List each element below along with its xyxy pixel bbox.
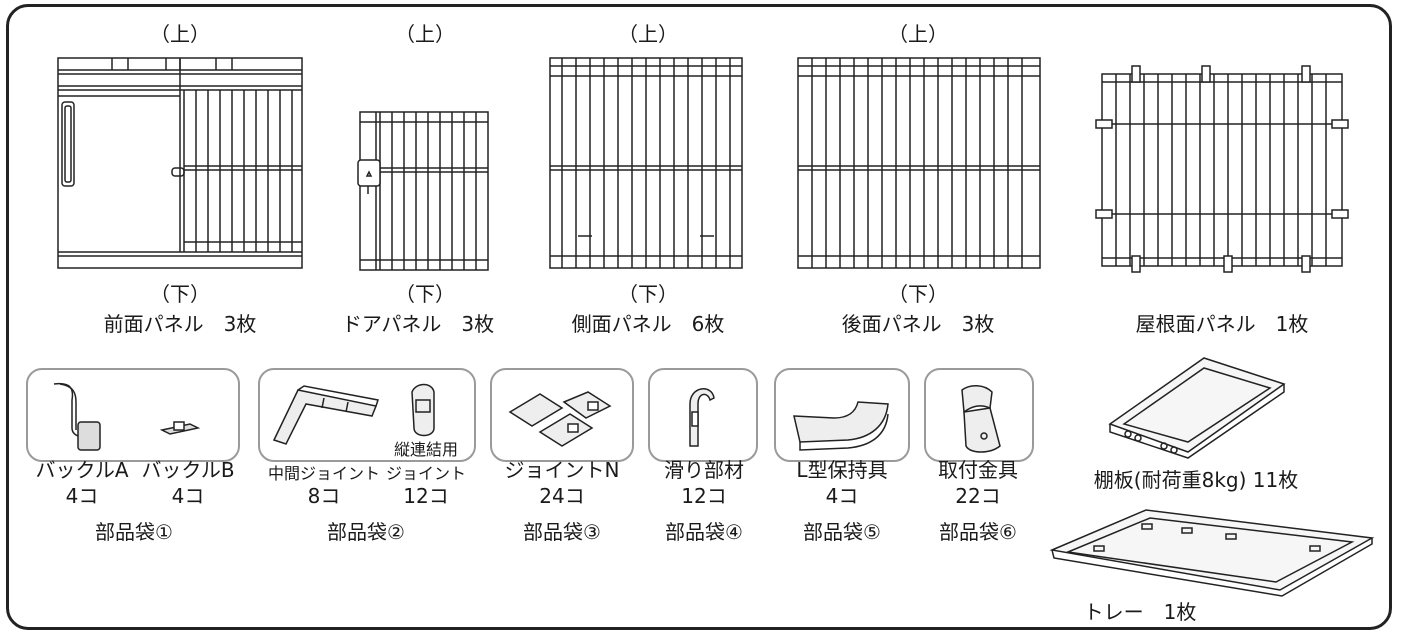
parts-bag-6 (924, 368, 1034, 462)
back-panel-bottom-label: （下） (888, 282, 948, 306)
roof-panel-name: 屋根面パネル 1枚 (1135, 312, 1309, 336)
side-panel-illustration (549, 57, 743, 269)
roof-panel-illustration (1095, 65, 1349, 273)
front-panel-name: 前面パネル 3枚 (103, 312, 257, 336)
l-holder-icon (793, 401, 889, 451)
vertical-joint-name-line1: 縦連結用 (393, 440, 459, 459)
front-panel-illustration (57, 57, 303, 269)
vertical-joint-count: 12コ (403, 484, 449, 508)
parts-bag-6-label: 部品袋⑥ (939, 520, 1017, 544)
back-panel-top-label: （上） (888, 22, 948, 46)
mounting-bracket-count: 22コ (955, 484, 1001, 508)
buckle-b-icon (159, 421, 201, 435)
parts-bag-3-label: 部品袋③ (523, 520, 601, 544)
back-panel-name: 後面パネル 3枚 (841, 312, 995, 336)
middle-joint-count: 8コ (307, 484, 341, 508)
parts-bag-1 (26, 368, 240, 462)
joint-n-icon (508, 391, 612, 447)
joint-n-count: 24コ (539, 484, 585, 508)
tray-name: トレー 1枚 (1083, 600, 1197, 624)
parts-bag-2-label: 部品袋② (327, 520, 405, 544)
parts-bag-1-label: 部品袋① (95, 520, 173, 544)
parts-list-frame (6, 4, 1392, 630)
mounting-bracket-name: 取付金具 (938, 458, 1018, 482)
middle-joint-icon (272, 385, 379, 445)
parts-bag-5 (774, 368, 910, 462)
slide-member-name: 滑り部材 (664, 458, 744, 482)
buckle-a-icon (53, 382, 101, 451)
parts-bag-5-label: 部品袋⑤ (803, 520, 881, 544)
buckle-a-count: 4コ (65, 484, 99, 508)
tray-illustration (1049, 509, 1375, 597)
l-holder-name: L型保持具 (796, 458, 888, 482)
buckle-b-count: 4コ (171, 484, 205, 508)
mounting-bracket-icon (961, 385, 1001, 453)
buckle-a-name: バックルA (35, 458, 129, 482)
door-panel-name: ドアパネル 3枚 (341, 312, 495, 336)
vertical-joint-name-line2: ジョイント (385, 464, 467, 483)
l-holder-count: 4コ (825, 484, 859, 508)
side-panel-top-label: （上） (618, 22, 678, 46)
front-panel-bottom-label: （下） (150, 282, 210, 306)
door-panel-bottom-label: （下） (395, 282, 455, 306)
front-panel-top-label: （上） (150, 22, 210, 46)
middle-joint-name: 中間ジョイント (267, 464, 381, 483)
slide-member-count: 12コ (681, 484, 727, 508)
door-panel-illustration (357, 111, 489, 271)
parts-bag-2 (258, 368, 476, 462)
slide-member-icon (689, 388, 715, 447)
shelf-board-illustration (1108, 357, 1286, 459)
side-panel-name: 側面パネル 6枚 (571, 312, 725, 336)
parts-bag-4-label: 部品袋④ (665, 520, 743, 544)
parts-bag-4 (648, 368, 758, 462)
door-panel-top-label: （上） (395, 22, 455, 46)
back-panel-illustration (797, 57, 1041, 269)
shelf-board-name: 棚板(耐荷重8kg) 11枚 (1093, 468, 1299, 492)
buckle-b-name: バックルB (141, 458, 235, 482)
vertical-joint-icon (411, 383, 435, 437)
joint-n-name: ジョイントN (504, 458, 620, 482)
side-panel-bottom-label: （下） (618, 282, 678, 306)
parts-bag-3 (490, 368, 634, 462)
